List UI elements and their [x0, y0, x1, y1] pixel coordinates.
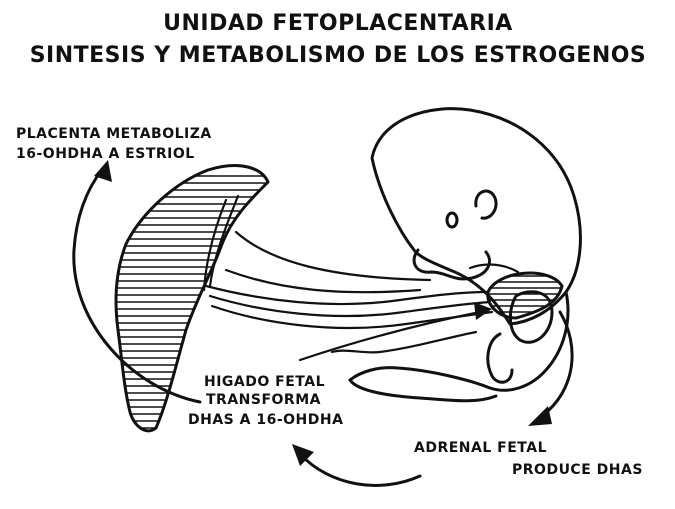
diagram-title: UNIDAD FETOPLACENTARIA SINTESIS Y METABO… [30, 11, 647, 68]
label-placenta-line-2: 16-OHDHA A ESTRIOL [16, 146, 195, 162]
label-placenta: PLACENTA METABOLIZA 16-OHDHA A ESTRIOL [16, 126, 212, 162]
label-liver-line-3: DHAS A 16-OHDHA [188, 412, 343, 428]
fetus-knee [488, 334, 512, 382]
label-adrenal-line-2: PRODUCE DHAS [512, 462, 643, 478]
arrowhead-adrenal-down [528, 406, 552, 426]
umbilical-cord [206, 232, 492, 328]
fetus-leg-upper [350, 368, 490, 388]
arrow-adrenal-down [542, 312, 572, 416]
fetus-illustration [332, 109, 580, 401]
label-adrenal: ADRENAL FETAL PRODUCE DHAS [414, 440, 643, 478]
title-line-1: UNIDAD FETOPLACENTARIA [163, 11, 513, 36]
fetus-eye [447, 213, 457, 227]
fetus-hand [470, 265, 518, 272]
arrow-liver-to-placenta [74, 170, 200, 402]
label-liver-line-2: TRANSFORMA [206, 392, 321, 408]
arrow-adrenal-to-liver [300, 454, 420, 485]
title-line-2: SINTESIS Y METABOLISMO DE LOS ESTROGENOS [30, 43, 647, 68]
label-adrenal-line-1: ADRENAL FETAL [414, 440, 547, 456]
fetus-mouth [414, 250, 489, 279]
label-liver-line-1: HIGADO FETAL [204, 374, 325, 390]
label-placenta-line-1: PLACENTA METABOLIZA [16, 126, 212, 142]
fetus-ear [476, 191, 496, 218]
label-liver: HIGADO FETAL TRANSFORMA DHAS A 16-OHDHA [188, 374, 343, 428]
